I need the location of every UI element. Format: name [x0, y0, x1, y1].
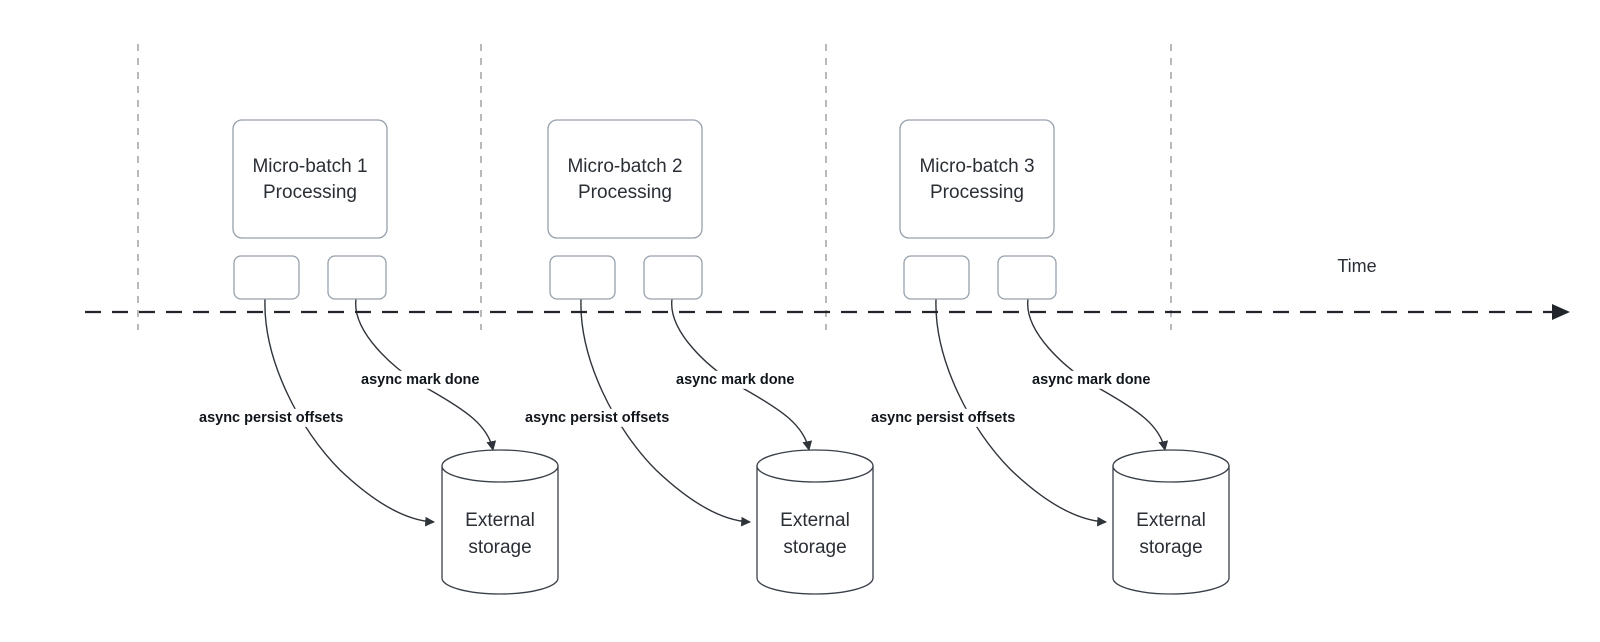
external-storage-cylinder-body-1[interactable]: [441, 465, 559, 595]
external-storage-cylinder-top-1: [441, 449, 559, 483]
mini-box-markdone-1[interactable]: [327, 255, 387, 300]
edge-mark-done-1-label-backdrop: [357, 370, 484, 389]
micro-batch-label-line2-1: Processing: [263, 182, 357, 203]
micro-batch-box-2[interactable]: [547, 119, 703, 239]
micro-batch-label-line2-2: Processing: [578, 182, 672, 203]
mini-box-markdone-3[interactable]: [997, 255, 1057, 300]
edge-persist-offsets-3-label: async persist offsets: [871, 410, 1015, 426]
edge-mark-done-3: [1027, 298, 1169, 451]
edge-persist-offsets-3: [935, 298, 1107, 527]
edge-mark-done-2-label: async mark done: [676, 372, 794, 388]
edge-persist-offsets-1-label-backdrop: [195, 408, 348, 427]
edge-mark-done-3-label: async mark done: [1032, 372, 1150, 388]
edge-persist-offsets-2-label-backdrop: [521, 408, 674, 427]
external-storage-label-line1-2: External: [780, 510, 850, 531]
micro-batch-label-line1-1: Micro-batch 1: [252, 156, 367, 177]
edge-persist-offsets-2-label: async persist offsets: [525, 410, 669, 426]
external-storage-label-line2-3: storage: [1139, 537, 1202, 558]
edge-persist-offsets-1-label: async persist offsets: [199, 410, 343, 426]
edge-group: [264, 298, 1169, 527]
external-storage-cylinder-top-3: [1112, 449, 1230, 483]
micro-batch-box-1[interactable]: [232, 119, 388, 239]
mini-box-persist-3[interactable]: [903, 255, 970, 300]
mini-box-persist-2[interactable]: [549, 255, 616, 300]
micro-batch-box-3[interactable]: [899, 119, 1055, 239]
edge-mark-done-1-label: async mark done: [361, 372, 479, 388]
external-storage-cylinder-body-3[interactable]: [1112, 465, 1230, 595]
micro-batch-label-line2-3: Processing: [930, 182, 1024, 203]
tick-line-group: [137, 44, 1172, 330]
external-storage-label-line2-1: storage: [468, 537, 531, 558]
edge-persist-offsets-2: [580, 298, 751, 527]
edge-persist-offsets-3-label-backdrop: [867, 408, 1020, 427]
external-storage-label-line2-2: storage: [783, 537, 846, 558]
time-axis-arrowhead: [1552, 304, 1570, 320]
mini-box-persist-1[interactable]: [233, 255, 300, 300]
edge-mark-done-3-label-backdrop: [1028, 370, 1155, 389]
external-storage-cylinder-top-2: [756, 449, 874, 483]
edge-mark-done-1: [355, 298, 497, 451]
time-axis-label: Time: [1337, 256, 1376, 276]
external-storage-label-line1-3: External: [1136, 510, 1206, 531]
edge-mark-done-2: [671, 298, 813, 451]
edge-persist-offsets-1: [264, 298, 435, 527]
micro-batch-label-line1-3: Micro-batch 3: [919, 156, 1034, 177]
micro-batch-label-line1-2: Micro-batch 2: [567, 156, 682, 177]
edge-label-group: async persist offsets async mark done asyn…: [195, 370, 1155, 427]
external-storage-cylinder-body-2[interactable]: [756, 465, 874, 595]
edge-mark-done-2-label-backdrop: [672, 370, 799, 389]
mini-box-markdone-2[interactable]: [643, 255, 703, 300]
external-storage-label-line1-1: External: [465, 510, 535, 531]
time-axis-group: Time: [85, 256, 1570, 320]
